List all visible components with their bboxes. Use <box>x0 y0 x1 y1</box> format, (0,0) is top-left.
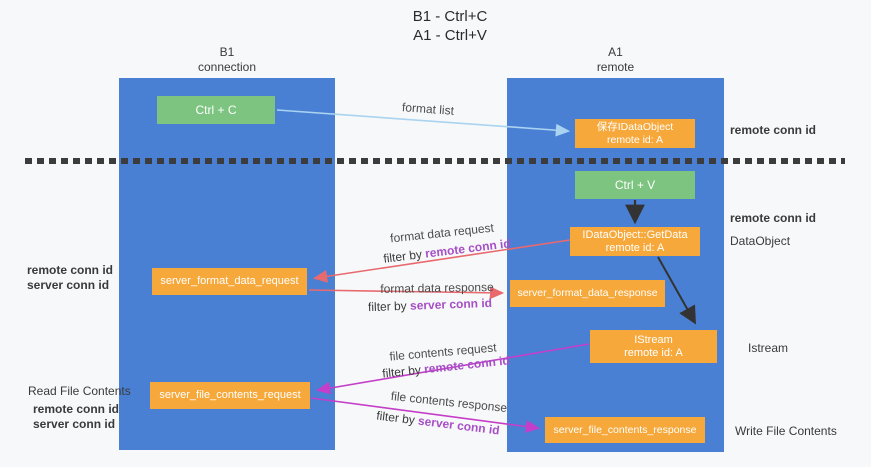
save-idataobject-line2: remote id: A <box>606 133 664 146</box>
format-list-label: format list <box>401 100 455 118</box>
save-idataobject-line1: 保存IDataObject <box>596 120 674 133</box>
write-file-contents-label: Write File Contents <box>735 424 837 438</box>
server-conn-id-text: server conn id <box>417 413 501 438</box>
file-contents-response-label: file contents response <box>390 388 508 416</box>
lane-b1-title: B1 <box>219 45 235 59</box>
dataobject-label: DataObject <box>730 234 791 248</box>
server-format-data-request-label: server_format_data_request <box>160 275 299 287</box>
server-conn-id-left-2: server conn id <box>33 417 116 431</box>
filter-by-text: filter by <box>382 246 427 266</box>
istream-side-label: Istream <box>748 341 789 355</box>
ctrl-c-label: Ctrl + C <box>195 103 237 117</box>
server-file-contents-request-label: server_file_contents_request <box>159 389 301 401</box>
server-format-data-response-label: server_format_data_response <box>517 287 658 299</box>
remote-conn-id-right-mid: remote conn id <box>730 211 817 225</box>
lane-header-b1: B1 connection <box>119 45 335 75</box>
istream-line2: remote id: A <box>624 346 683 359</box>
filter-by-text: filter by <box>367 298 411 315</box>
filter-by-text: filter by <box>381 362 425 381</box>
server-format-data-response-box: server_format_data_response <box>510 280 665 307</box>
remote-conn-id-right-top: remote conn id <box>730 123 817 137</box>
server-file-contents-response-label: server_file_contents_response <box>553 423 697 436</box>
filter-by-server-conn-id-label-1: filter by server conn id <box>368 296 492 314</box>
diagram-title: B1 - Ctrl+C A1 - Ctrl+V <box>413 7 488 45</box>
filter-by-server-conn-id-label-2: filter by server conn id <box>376 408 501 437</box>
lane-header-a1: A1 remote <box>507 45 724 75</box>
filter-by-text: filter by <box>375 408 419 428</box>
save-idataobject-box: 保存IDataObject remote id: A <box>575 119 695 148</box>
server-format-data-request-box: server_format_data_request <box>152 268 307 295</box>
title-line-1: B1 - Ctrl+C <box>412 8 488 25</box>
server-file-contents-response-box: server_file_contents_response <box>545 417 705 443</box>
lane-a1-subtitle: remote <box>596 60 635 74</box>
lane-a1-title: A1 <box>608 45 623 59</box>
remote-conn-id-left-2: remote conn id <box>33 402 120 416</box>
format-data-response-label: format data response <box>380 280 494 296</box>
server-conn-id-left-1: server conn id <box>27 278 110 292</box>
server-file-contents-request-box: server_file_contents_request <box>150 382 310 409</box>
getdata-box: IDataObject::GetData remote id: A <box>570 227 700 256</box>
getdata-line2: remote id: A <box>605 241 665 254</box>
ctrl-v-box: Ctrl + V <box>575 171 695 199</box>
ctrl-c-box: Ctrl + C <box>157 96 275 124</box>
getdata-line1: IDataObject::GetData <box>582 228 688 241</box>
remote-conn-id-left-1: remote conn id <box>27 263 114 277</box>
server-conn-id-text: server conn id <box>409 295 493 313</box>
lane-b1-subtitle: connection <box>197 60 257 74</box>
ctrl-v-label: Ctrl + V <box>614 178 656 192</box>
title-line-2: A1 - Ctrl+V <box>413 27 487 44</box>
read-file-contents-label: Read File Contents <box>28 384 131 398</box>
istream-box: IStream remote id: A <box>590 330 717 363</box>
dashed-separator-line <box>25 158 845 164</box>
istream-line1: IStream <box>634 333 673 346</box>
